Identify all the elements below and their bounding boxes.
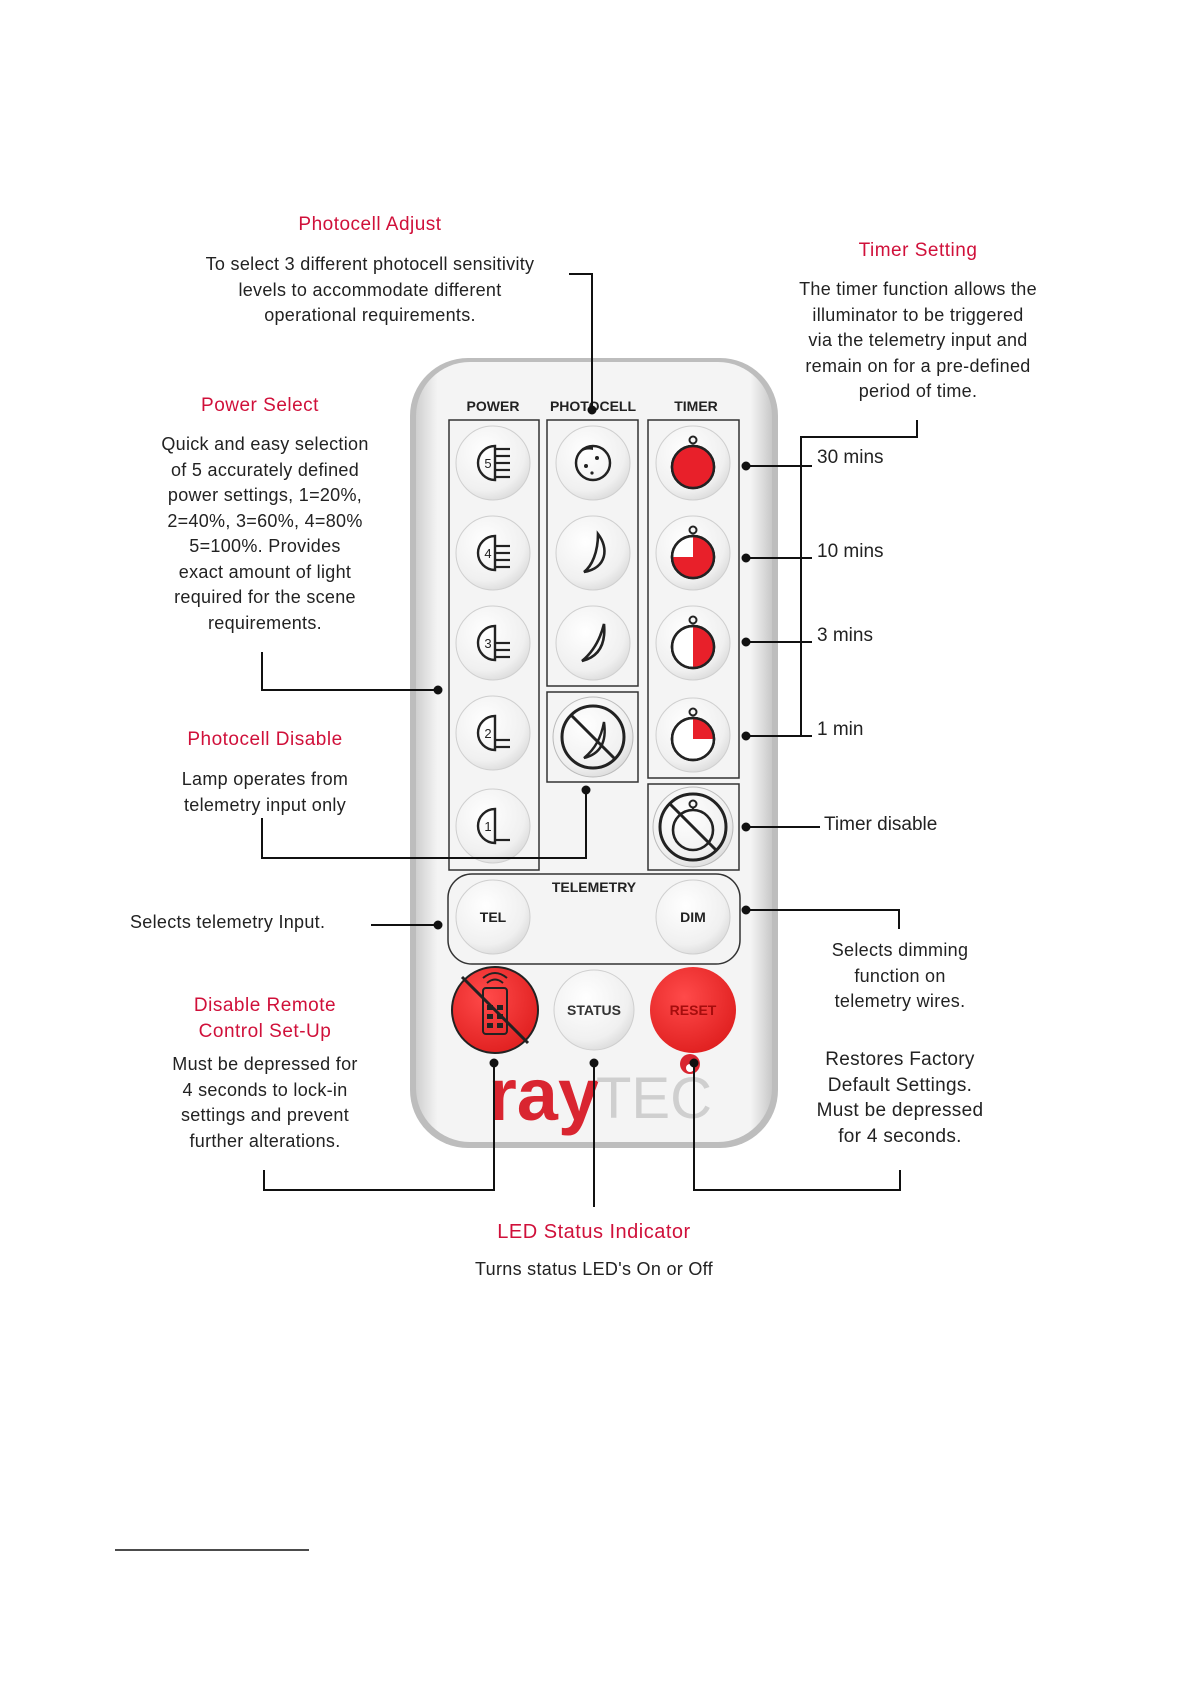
power-level-5-button[interactable]: 5 bbox=[455, 425, 531, 501]
disable-remote-button[interactable] bbox=[451, 966, 539, 1054]
photocell-disable-text: Lamp operates from telemetry input only bbox=[181, 769, 349, 815]
power-level-1-button[interactable]: 1 bbox=[455, 788, 531, 864]
reset-button-label: RESET bbox=[670, 1002, 717, 1018]
restore-defaults-text: Restores Factory Default Settings. Must … bbox=[816, 1049, 984, 1147]
timer-setting-text: The timer function allows the illuminato… bbox=[799, 279, 1037, 401]
photocell-high-button[interactable] bbox=[555, 425, 631, 501]
telemetry-group-box bbox=[447, 873, 741, 965]
timer-30-label: 30 mins bbox=[817, 447, 884, 468]
photocell-disable-box bbox=[546, 691, 639, 783]
column-power-label: POWER bbox=[467, 398, 520, 414]
tel-button-label: TEL bbox=[480, 909, 507, 925]
photocell-adjust-title: Photocell Adjust bbox=[298, 214, 442, 235]
power-level-number: 2 bbox=[484, 726, 491, 741]
photocell-low-button[interactable] bbox=[555, 605, 631, 681]
power-level-4-button[interactable]: 4 bbox=[455, 515, 531, 591]
disable-remote-title: Disable Remote Control Set-Up bbox=[193, 995, 337, 1042]
power-level-number: 1 bbox=[484, 819, 491, 834]
leader-lines bbox=[261, 273, 918, 1207]
timer-10-label: 10 mins bbox=[817, 541, 884, 562]
stopwatch-icon bbox=[670, 707, 716, 762]
tel-button[interactable]: TEL bbox=[455, 879, 531, 955]
half-moon-icon bbox=[583, 530, 606, 574]
photocell-disable-button[interactable] bbox=[552, 696, 634, 778]
power-level-number: 4 bbox=[484, 546, 491, 561]
timer-disable-box bbox=[647, 783, 740, 871]
reset-button[interactable]: RESET bbox=[650, 967, 736, 1053]
power-level-number: 3 bbox=[484, 636, 491, 651]
power-level-3-button[interactable]: 3 bbox=[455, 605, 531, 681]
timer-buttons bbox=[655, 425, 731, 773]
stopwatch-icon bbox=[670, 615, 716, 670]
remote-lock-icon bbox=[460, 972, 530, 1045]
status-button[interactable]: STATUS bbox=[553, 969, 635, 1051]
timer-setting-title: Timer Setting bbox=[858, 240, 978, 261]
timer-1-label: 1 min bbox=[817, 719, 864, 740]
lamp-power-5-icon: 5 bbox=[476, 444, 510, 482]
photocell-medium-button[interactable] bbox=[555, 515, 631, 591]
power-level-number: 5 bbox=[484, 456, 491, 471]
svg-text:ray: ray bbox=[488, 1053, 599, 1136]
disable-remote-text: Must be depressed for 4 seconds to lock-… bbox=[172, 1054, 358, 1151]
stopwatch-icon bbox=[670, 525, 716, 580]
timer-button-1[interactable] bbox=[655, 425, 731, 501]
power-select-title: Power Select bbox=[201, 395, 319, 416]
telemetry-label: TELEMETRY bbox=[552, 879, 637, 895]
timer-3-label: 3 mins bbox=[817, 625, 873, 646]
lamp-power-1-icon: 1 bbox=[476, 807, 510, 845]
timer-disabled-icon bbox=[658, 792, 728, 862]
led-status-title: LED Status Indicator bbox=[497, 1221, 691, 1243]
telemetry-input-text: Selects telemetry Input. bbox=[130, 912, 326, 932]
lamp-power-4-icon: 4 bbox=[476, 534, 510, 572]
photocell-group-box bbox=[546, 419, 639, 687]
power-group-box bbox=[448, 419, 540, 871]
stopwatch-icon bbox=[670, 435, 716, 490]
timer-disable-button[interactable] bbox=[652, 786, 734, 868]
photocell-adjust-text: To select 3 different photocell sensitiv… bbox=[205, 254, 535, 325]
full-moon-icon bbox=[574, 444, 612, 482]
timer-group-box bbox=[647, 419, 740, 779]
power-select-text: Quick and easy selection of 5 accurately… bbox=[161, 434, 369, 633]
lamp-power-3-icon: 3 bbox=[476, 624, 510, 662]
photocell-disable-title: Photocell Disable bbox=[187, 729, 343, 750]
power-level-2-button[interactable]: 2 bbox=[455, 695, 531, 771]
crescent-moon-icon bbox=[581, 623, 606, 663]
timer-button-4[interactable] bbox=[655, 697, 731, 773]
photocell-disabled-icon bbox=[560, 704, 626, 770]
dim-button-label: DIM bbox=[680, 909, 706, 925]
raytec-logo: ray TEC bbox=[488, 1053, 712, 1136]
timer-button-3[interactable] bbox=[655, 605, 731, 681]
svg-text:TEC: TEC bbox=[596, 1066, 712, 1131]
timer-disable-label: Timer disable bbox=[824, 814, 938, 835]
column-timer-label: TIMER bbox=[674, 398, 718, 414]
power-buttons: 5 4 3 2 1 bbox=[455, 425, 531, 864]
led-status-text: Turns status LED's On or Off bbox=[475, 1259, 713, 1279]
status-button-label: STATUS bbox=[567, 1002, 621, 1018]
timer-button-2[interactable] bbox=[655, 515, 731, 591]
dimming-text: Selects dimming function on telemetry wi… bbox=[831, 940, 969, 1011]
lamp-power-2-icon: 2 bbox=[476, 714, 510, 752]
dim-button[interactable]: DIM bbox=[655, 879, 731, 955]
